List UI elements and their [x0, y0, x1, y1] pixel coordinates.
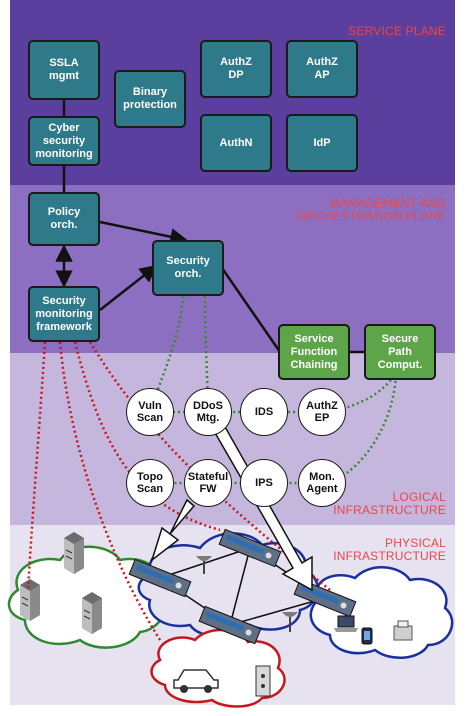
secure-path-comput-box: Secure Path Comput. [364, 324, 436, 380]
deployment-arrows [150, 423, 313, 592]
idp-box: IdP [286, 114, 358, 172]
cloud-right-blue [309, 566, 454, 660]
car-icon [173, 669, 219, 693]
link-secorch-sfc [220, 267, 282, 353]
red-dotted-links [26, 341, 331, 641]
link-sw2-sw3 [229, 547, 251, 626]
authz-ap-box: AuthZ AP [286, 40, 358, 98]
arrow-ddos-to-switch [212, 423, 313, 592]
service-plane-label: SERVICE PLANE [348, 24, 446, 38]
authz-ep-node: AuthZ EP [298, 388, 346, 436]
printer-icon [393, 620, 413, 641]
security-orch-box: Security orch. [152, 240, 224, 296]
ips-node: IPS [240, 459, 288, 507]
server-icon [82, 592, 102, 634]
cyber-security-monitoring-box: Cyber security monitoring [28, 116, 100, 166]
server-icon [64, 532, 84, 574]
switch-icon [128, 558, 192, 598]
link-smf-secorch [99, 264, 158, 311]
ssla-mgmt-box: SSLA mgmt [28, 40, 100, 100]
satellite-dish-icon [282, 612, 298, 632]
ddos-mtg-node: DDoS Mtg. [184, 388, 232, 436]
satellite-dish-icon [196, 556, 212, 574]
stateful-fw-node: Stateful FW [184, 459, 232, 507]
ids-node: IDS [240, 388, 288, 436]
authn-box: AuthN [200, 114, 272, 172]
vuln-scan-node: Vuln Scan [126, 388, 174, 436]
binary-protection-box: Binary protection [114, 70, 186, 128]
management-plane-label: MANAGEMENT AND ORCHESTRATION PLANE [296, 196, 446, 223]
server-icon [20, 579, 40, 621]
topo-scan-node: Topo Scan [126, 459, 174, 507]
physical-clouds [7, 532, 454, 708]
switch-icon [198, 605, 262, 645]
authz-dp-box: AuthZ DP [200, 40, 272, 98]
security-monitoring-framework-box: Security monitoring framework [28, 286, 100, 342]
physical-plane-label: PHYSICAL INFRASTRUCTURE [333, 536, 446, 563]
link-policy-secorch [99, 220, 188, 246]
dotted-smf-server [26, 341, 47, 591]
link-sw3-sw4 [229, 597, 326, 626]
service-function-chaining-box: Service Function Chaining [278, 324, 350, 380]
mon-agent-node: Mon. Agent [298, 459, 346, 507]
policy-orch-box: Policy orch. [28, 192, 100, 246]
server-icons [20, 532, 102, 634]
laptop-icon [334, 615, 358, 632]
control-links [55, 100, 364, 354]
smartphone-icon [361, 627, 373, 645]
switch-icon [218, 528, 282, 568]
arrow-fw-to-switch [150, 498, 196, 563]
power-outlet-icon [255, 665, 271, 697]
logical-plane-label: LOGICAL INFRASTRUCTURE [333, 490, 446, 517]
dotted-smf-switch [73, 341, 221, 532]
